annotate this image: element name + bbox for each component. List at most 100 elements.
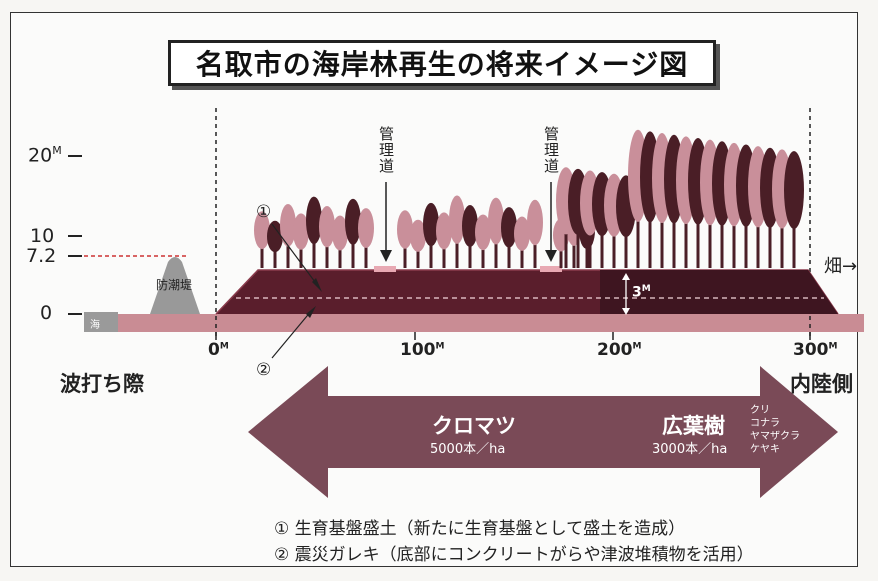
tree-trunk bbox=[572, 239, 576, 268]
tree-trunk bbox=[273, 247, 277, 268]
tree-trunk bbox=[260, 243, 264, 268]
tree-trunk bbox=[364, 242, 368, 268]
tree-trunk bbox=[732, 214, 736, 268]
tree-crown bbox=[462, 205, 478, 247]
tree-trunk bbox=[660, 210, 664, 268]
tree-trunk bbox=[325, 241, 329, 268]
right-density-label: 3000本／ha bbox=[652, 442, 728, 457]
tree-crown bbox=[254, 211, 270, 250]
road-label-2: 管理道 bbox=[542, 126, 560, 174]
tree-trunk bbox=[351, 238, 355, 268]
tree-trunk bbox=[533, 238, 537, 268]
tree-trunk bbox=[403, 243, 407, 268]
tree-crown bbox=[358, 208, 374, 249]
tree-group bbox=[254, 129, 804, 268]
left-species-label: クロマツ bbox=[432, 414, 516, 438]
tree-trunk bbox=[624, 228, 628, 268]
tree-crown bbox=[488, 197, 504, 245]
tree-crown bbox=[410, 219, 426, 252]
tree-crown bbox=[514, 216, 530, 251]
depth-label: 3M bbox=[632, 284, 651, 301]
species-item: コナラ bbox=[750, 418, 780, 429]
y-label-7-2: 7.2 bbox=[26, 245, 57, 267]
y-label-0: 0 bbox=[40, 302, 53, 324]
x-label-0: 0M bbox=[208, 340, 229, 360]
tree-trunk bbox=[756, 215, 760, 268]
x-label-200: 200M bbox=[597, 340, 642, 360]
tree-trunk bbox=[636, 208, 640, 268]
seawall-shape bbox=[150, 257, 200, 314]
tree-trunk bbox=[696, 212, 700, 268]
y-label-10: 10 bbox=[30, 225, 55, 247]
tree-trunk bbox=[429, 240, 433, 268]
tree-trunk bbox=[576, 225, 580, 268]
tree-crown bbox=[527, 199, 543, 246]
road-label-1: 管理道 bbox=[377, 126, 395, 174]
note-2: ② 震災ガレキ（底部にコンクリートがらや津波堆積物を活用） bbox=[274, 545, 754, 565]
species-transition-arrow bbox=[248, 366, 838, 498]
pointer-line-1 bbox=[271, 223, 319, 287]
tree-crown bbox=[267, 220, 283, 253]
tree-trunk bbox=[708, 212, 712, 268]
tree-crown bbox=[345, 198, 361, 245]
tree-trunk bbox=[768, 216, 772, 268]
sea-label: 海 bbox=[90, 320, 100, 331]
pointer-head-1 bbox=[312, 278, 322, 292]
tree-trunk bbox=[468, 241, 472, 268]
depth-marker-top bbox=[622, 273, 630, 280]
tree-trunk bbox=[286, 240, 290, 268]
x-label-300: 300M bbox=[793, 340, 838, 360]
road-surface-2 bbox=[540, 266, 562, 272]
mound-dark-section bbox=[600, 270, 838, 314]
tree-trunk bbox=[481, 245, 485, 268]
inland-label: 内陸側 bbox=[790, 372, 853, 396]
ground-strip bbox=[84, 314, 864, 332]
depth-marker-bottom bbox=[622, 308, 630, 315]
tree-trunk bbox=[494, 237, 498, 268]
tree-trunk bbox=[684, 211, 688, 268]
pointer-head-2 bbox=[306, 306, 316, 318]
tree-trunk bbox=[672, 210, 676, 268]
tree-crown bbox=[423, 202, 439, 247]
tree-trunk bbox=[792, 217, 796, 268]
tree-trunk bbox=[312, 237, 316, 268]
tree-crown bbox=[784, 151, 804, 230]
callout-1: ① bbox=[256, 202, 272, 222]
tree-trunk bbox=[648, 209, 652, 268]
tree-crown bbox=[449, 195, 465, 244]
tree-crown bbox=[436, 212, 452, 250]
road-arrowhead-1 bbox=[380, 250, 392, 262]
tree-trunk bbox=[600, 226, 604, 268]
tree-crown bbox=[293, 213, 309, 250]
tree-trunk bbox=[744, 215, 748, 268]
tree-trunk bbox=[720, 213, 724, 268]
seawall-label: 防潮堤 bbox=[156, 278, 193, 292]
road-surface-1 bbox=[374, 266, 396, 272]
y-label-20: 20M bbox=[28, 144, 62, 167]
tree-trunk bbox=[299, 244, 303, 268]
tree-trunk bbox=[564, 224, 568, 268]
tree-crown bbox=[397, 210, 413, 249]
diagram-title: 名取市の海岸林再生の将来イメージ図 bbox=[168, 40, 716, 86]
note-1: ① 生育基盤盛土（新たに生育基盤として盛土を造成） bbox=[274, 519, 686, 539]
tree-trunk bbox=[442, 244, 446, 268]
tree-trunk bbox=[612, 227, 616, 268]
tree-trunk bbox=[455, 236, 459, 268]
tree-crown bbox=[332, 215, 348, 251]
species-item: ケヤキ bbox=[750, 444, 780, 455]
field-label: 畑→ bbox=[824, 256, 858, 277]
tree-trunk bbox=[416, 247, 420, 268]
road-arrowhead-2 bbox=[545, 250, 557, 262]
species-item: クリ bbox=[750, 405, 770, 416]
species-item: ヤマザクラ bbox=[750, 431, 800, 442]
tree-crown bbox=[501, 207, 517, 248]
left-density-label: 5000本／ha bbox=[430, 442, 506, 457]
tree-trunk bbox=[559, 246, 563, 268]
tree-trunk bbox=[507, 241, 511, 268]
tree-trunk bbox=[780, 217, 784, 268]
broadleaf-species-list: クリ コナラ ヤマザクラ ケヤキ bbox=[750, 404, 800, 456]
callout-2: ② bbox=[256, 360, 272, 380]
pointer-line-2 bbox=[271, 309, 313, 359]
right-species-label: 広葉樹 bbox=[662, 414, 725, 438]
tree-crown bbox=[280, 203, 296, 247]
